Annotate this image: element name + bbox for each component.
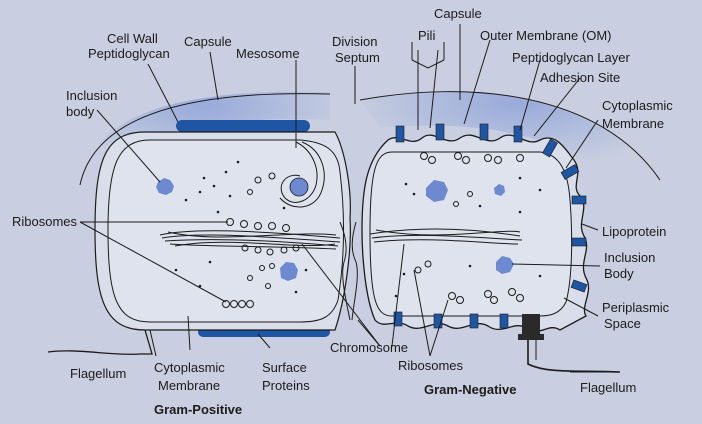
label-cytoplasmic-membrane-left-1: Cytoplasmic (154, 360, 225, 375)
label-cytoplasmic-membrane-right-1: Cytoplasmic (602, 98, 673, 113)
title-gram-negative: Gram-Negative (424, 382, 516, 397)
pili-bracket (411, 42, 445, 69)
label-ribosomes-bottom: Ribosomes (398, 358, 464, 373)
leader-lines (79, 24, 620, 373)
label-cytoplasmic-membrane-left-2: Membrane (158, 378, 220, 393)
label-cytoplasmic-membrane-right-2: Membrane (602, 116, 664, 131)
label-ribosomes-left: Ribosomes (12, 214, 78, 229)
label-peptidoglycan-layer: Peptidoglycan Layer (512, 50, 630, 65)
label-inclusion-right-2: Body (604, 266, 634, 281)
mesosome-fold (279, 141, 325, 208)
title-gram-positive: Gram-Positive (154, 402, 242, 417)
flagellum-left-hook (149, 329, 157, 357)
label-mesosome: Mesosome (236, 46, 300, 61)
small-granules-left (174, 160, 308, 294)
surface-protein-top (176, 120, 310, 132)
label-peptidoglycan: Peptidoglycan (88, 46, 170, 61)
flagellum-left-shape (47, 329, 153, 355)
inclusion-body-right-1 (426, 180, 448, 202)
label-flagellum-left: Flagellum (70, 366, 126, 381)
inclusion-body-right-3 (496, 256, 514, 274)
label-lipoprotein: Lipoprotein (602, 224, 666, 239)
chromosome-right (369, 228, 523, 245)
inclusion-body-right-2 (494, 184, 505, 196)
ribosomes-left (222, 172, 300, 308)
ribosomes-right (414, 152, 524, 304)
label-chromosome: Chromosome (330, 340, 408, 355)
label-flagellum-right: Flagellum (580, 380, 636, 395)
label-periplasmic-1: Periplasmic (602, 300, 670, 315)
label-surface-proteins-1: Surface (262, 360, 307, 375)
label-periplasmic-2: Space (604, 316, 641, 331)
outer-membrane-proteins (393, 123, 588, 329)
label-outer-membrane: Outer Membrane (OM) (480, 28, 611, 43)
label-adhesion-site: Adhesion Site (540, 70, 620, 85)
label-surface-proteins-2: Proteins (262, 378, 310, 393)
small-granules-right (394, 176, 542, 298)
label-cell-wall: Cell Wall (107, 31, 158, 46)
chromosome-left (159, 230, 341, 250)
gram-negative-cell (359, 49, 661, 373)
label-capsule-left: Capsule (184, 34, 232, 49)
label-pili: Pili (418, 28, 435, 43)
label-division: Division (332, 34, 378, 49)
capsule-left-outline (79, 93, 331, 186)
inclusion-body-left-2 (280, 262, 298, 281)
capsule-right-shape (360, 91, 650, 200)
label-inclusion-left-1: Inclusion (66, 88, 117, 103)
label-capsule-right: Capsule (434, 6, 482, 21)
label-septum: Septum (335, 50, 380, 65)
mesosome-body (289, 177, 309, 197)
gram-positive-cell (47, 91, 351, 357)
mesosome-shape (280, 141, 318, 203)
label-inclusion-right-1: Inclusion (604, 250, 655, 265)
capsule-left-shape (80, 91, 330, 190)
label-inclusion-left-2: body (66, 104, 95, 119)
inclusion-body-left (156, 178, 174, 195)
